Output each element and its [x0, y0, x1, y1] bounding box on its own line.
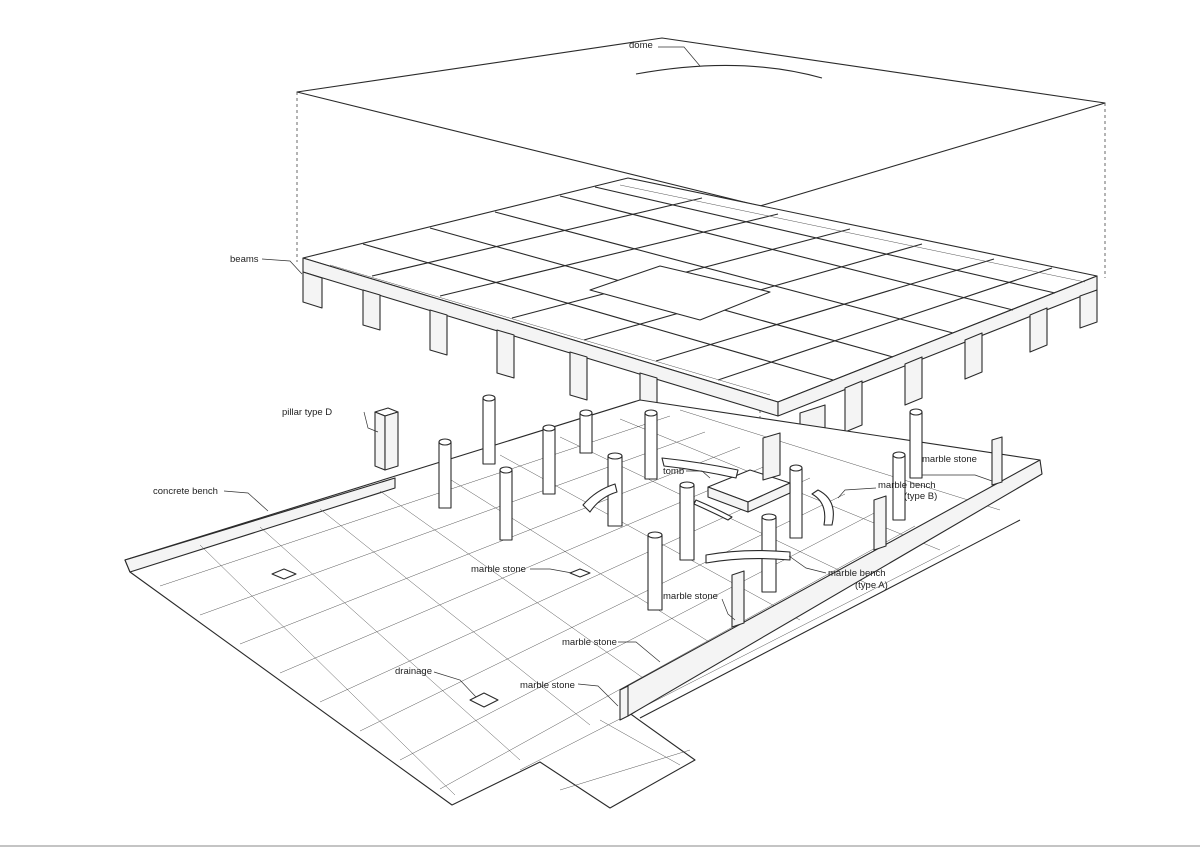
marble-stone-post-mid	[873, 495, 887, 551]
tomb-headstone	[762, 432, 781, 481]
marble-bench-type-a	[693, 499, 791, 564]
drainage-grate-front	[469, 692, 499, 708]
label-marble-stone-right: marble stone	[922, 454, 977, 465]
label-marble-bench-b-2: (type B)	[904, 491, 937, 502]
label-marble-stone-front-a: marble stone	[663, 591, 718, 602]
label-dome: dome	[629, 40, 653, 51]
marble-stone-post-front	[731, 570, 745, 628]
tomb	[707, 432, 791, 513]
pillar-type-d	[374, 407, 399, 471]
label-tomb: tomb	[663, 466, 684, 477]
label-concrete-bench: concrete bench	[153, 486, 218, 497]
drainage-grate-left	[271, 568, 297, 580]
leader-lines	[223, 46, 993, 707]
column	[644, 409, 658, 480]
marble-stone-tile	[569, 568, 591, 578]
column	[679, 481, 695, 561]
label-marble-stone-corner: marble stone	[520, 680, 575, 691]
label-marble-bench-b-1: marble bench	[878, 480, 936, 491]
dome-slab	[296, 37, 1106, 207]
column	[542, 424, 556, 495]
column	[892, 451, 906, 521]
marble-bench-type-b	[582, 457, 834, 526]
marble-stone-posts	[731, 436, 1003, 628]
column	[909, 408, 923, 479]
column	[647, 531, 663, 611]
label-marble-stone-center: marble stone	[471, 564, 526, 575]
label-drainage: drainage	[395, 666, 432, 677]
label-marble-bench-a-2: (type A)	[855, 580, 888, 591]
label-beams: beams	[230, 254, 259, 265]
floor-platform	[124, 399, 1043, 809]
label-marble-bench-a-1: marble bench	[828, 568, 886, 579]
column	[482, 394, 496, 465]
labels: dome beams pillar type D concrete bench …	[153, 40, 977, 691]
columns	[438, 394, 923, 611]
column	[579, 409, 593, 454]
beam-grid	[302, 177, 1098, 464]
marble-stone-post-right	[991, 436, 1003, 486]
column	[499, 466, 513, 541]
column	[438, 438, 452, 509]
label-pillar-type-d: pillar type D	[282, 407, 332, 418]
column	[789, 464, 803, 539]
label-marble-stone-front-b: marble stone	[562, 637, 617, 648]
